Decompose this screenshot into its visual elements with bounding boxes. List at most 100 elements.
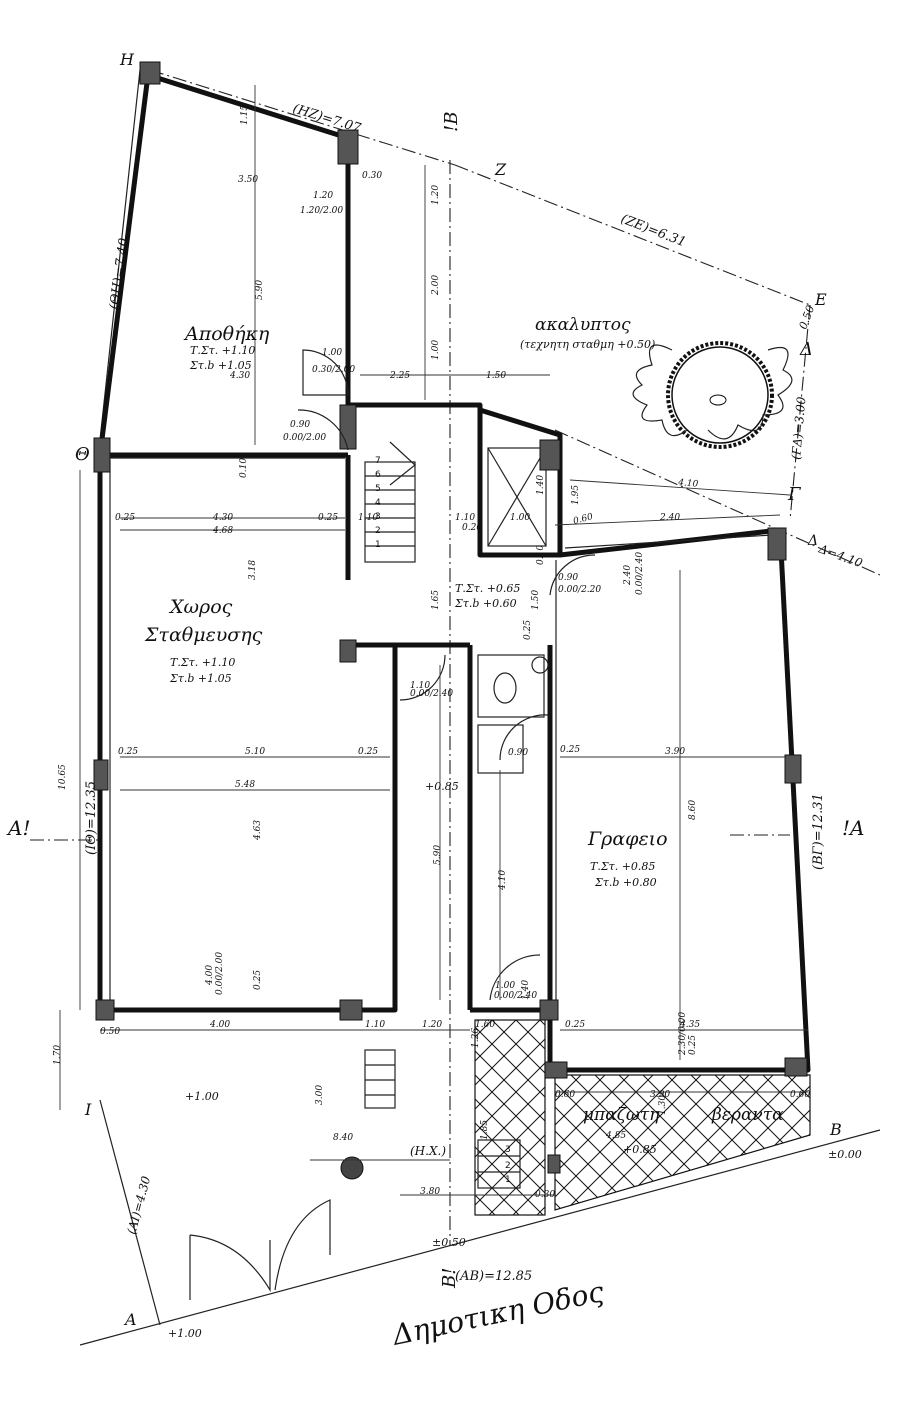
door-swings <box>189 349 596 1300</box>
veranda-name1: μπαζωτη <box>583 1105 660 1125</box>
section-label-a-left: Α! <box>6 816 30 840</box>
dimension-label: 1.00 <box>431 340 441 360</box>
dimension-label: 1.95 <box>571 485 581 505</box>
level-entrance: +0.85 <box>425 780 459 793</box>
column <box>339 999 363 1021</box>
point-label-g: Γ <box>787 484 802 505</box>
level-street-mid: ±0.50 <box>432 1236 466 1249</box>
main-stair <box>364 441 416 563</box>
length-ze: (ΖΕ)=6.31 <box>619 212 688 251</box>
stair-step: 3 <box>505 1145 511 1155</box>
dimension-label: 5.90 <box>255 280 265 300</box>
column <box>93 437 111 473</box>
dimension-lines <box>59 85 808 1196</box>
dimension-label: 1.20 <box>431 185 441 205</box>
dimension-label: 0.30 <box>362 171 382 181</box>
section-lines <box>30 160 790 1245</box>
dimension-label: 0.50 <box>100 1027 120 1037</box>
veranda-name2: βεραντα <box>711 1105 784 1125</box>
office-level2: Στ.b +0.80 <box>594 876 657 889</box>
dimension-label: 1.30 <box>658 1095 668 1115</box>
storage-level2: Στ.b +1.05 <box>189 359 252 372</box>
hall-level2: Στ.b +0.60 <box>454 597 517 610</box>
column <box>784 1057 808 1077</box>
length-ab: (ΑΒ)=12.85 <box>455 1269 532 1284</box>
storage-walls <box>97 72 351 459</box>
dimension-label: 0.25 <box>318 513 338 523</box>
column <box>767 527 787 561</box>
dimension-label: 0.30 <box>535 1190 555 1200</box>
column <box>337 129 359 165</box>
dimension-label: 4.00 <box>209 1020 230 1030</box>
office-walls <box>470 527 811 1073</box>
dimension-label: 10.65 <box>58 764 68 790</box>
stair-step: 2 <box>505 1161 511 1171</box>
dimension-label: 1.10 <box>358 513 378 523</box>
dimension-label: 0.10 <box>536 545 546 565</box>
point-label-d: Δ <box>799 339 813 360</box>
dimension-label: 8.40 <box>333 1133 353 1143</box>
dimension-label: 5.10 <box>245 747 265 757</box>
column <box>539 999 559 1021</box>
small-stair <box>364 1049 521 1189</box>
column <box>339 639 357 663</box>
point-label-th: Θ <box>75 444 90 465</box>
core-shaft <box>477 407 563 558</box>
dimension-label: 0.90 <box>508 748 528 758</box>
dimension-label: 0.90 <box>290 420 310 430</box>
column <box>93 759 109 791</box>
point-label-a: Α <box>123 1310 137 1329</box>
point-label-i: Ι <box>84 1100 92 1119</box>
column <box>339 404 357 450</box>
parking-walls <box>97 455 398 1013</box>
section-label-a-right: !Α <box>842 816 864 840</box>
wc <box>477 654 549 774</box>
dimension-label: 5.90 <box>433 845 443 865</box>
dimension-label: 0.25 <box>523 620 533 640</box>
dimension-label: 1.40 <box>521 980 531 1000</box>
level-markers: +0.85 +1.00 +0.85 ±0.00 ±0.50 +1.00 (Η.Χ… <box>168 780 862 1340</box>
room-labels: Αποθήκη Τ.Στ. +1.10 Στ.b +1.05 Χωρος Στα… <box>144 315 784 1352</box>
parking-name2: Σταθμευσης <box>144 624 263 646</box>
office-name: Γραφειο <box>587 828 668 850</box>
dimension-label: 1.60 <box>475 1020 495 1030</box>
dimension-label: 4.30 <box>229 371 250 381</box>
stair-numbers: 1 2 3 4 5 6 7 1 2 3 <box>375 456 511 1185</box>
parking-name1: Χωρος <box>168 596 233 618</box>
parking-level2: Στ.b +1.05 <box>169 672 232 685</box>
dimension-label: 1.20/2.00 <box>300 206 343 216</box>
dimension-label: 0.60 <box>790 1090 810 1100</box>
point-label-b: B <box>829 1120 842 1139</box>
dimension-label: 0.90 <box>558 573 578 583</box>
dimension-label: 0.00/2.00 <box>283 433 326 443</box>
dimension-label: 0.20 <box>462 523 482 533</box>
column <box>784 754 802 784</box>
dimension-label: 1.10 <box>455 513 475 523</box>
dimension-label: 4.10 <box>677 478 699 490</box>
level-hx: (Η.Χ.) <box>410 1144 446 1158</box>
veranda-hatch-main <box>554 1074 811 1211</box>
column <box>547 1154 561 1174</box>
dimension-label: 1.10 <box>365 1020 385 1030</box>
dimension-label: 3.80 <box>420 1187 440 1197</box>
dimension-label: 4.10 <box>498 870 508 891</box>
dimension-label: 1.40 <box>536 475 546 495</box>
length-de: 0.50 <box>797 304 818 331</box>
dimension-label: 3.00 <box>315 1085 325 1105</box>
column <box>539 439 561 471</box>
point-label-e: E <box>814 290 827 309</box>
stair-step: 3 <box>375 512 381 522</box>
tree-icon <box>632 341 793 449</box>
dimension-label: 2.30/0.00 <box>678 1012 688 1056</box>
yard-note: (τεχνητη σταθμη +0.50) <box>520 338 655 351</box>
hall-level1: Τ.Στ. +0.65 <box>455 582 520 595</box>
dimension-label: 0.60 <box>555 1090 575 1100</box>
stair-step: 7 <box>375 456 381 466</box>
property-boundary <box>79 69 881 1346</box>
dimension-label: 1.00 <box>510 513 530 523</box>
dimension-label: 0.25 <box>118 747 138 757</box>
dimension-label: 2.25 <box>389 371 410 381</box>
dimension-label: 0.10 <box>239 458 249 478</box>
length-d410: Δ=4.10 <box>816 541 865 570</box>
dimension-label: 0.30/2.00 <box>312 365 355 375</box>
